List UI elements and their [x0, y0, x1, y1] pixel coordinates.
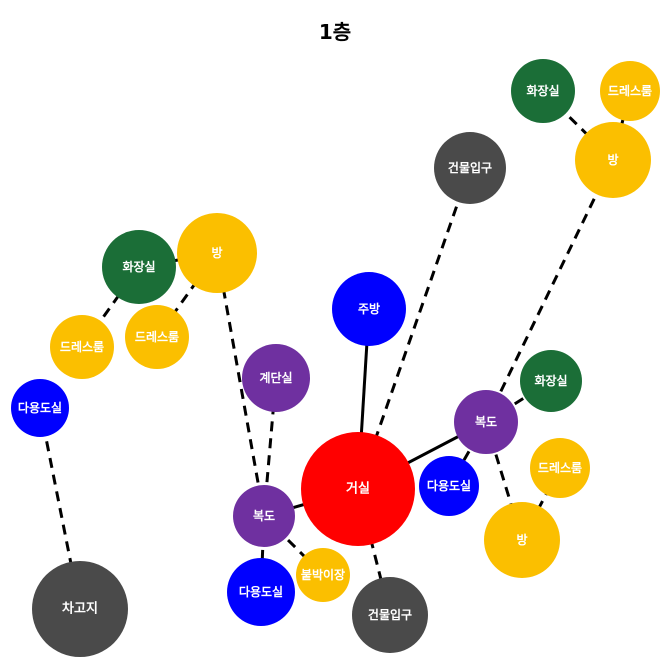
node-circle-closet [296, 548, 350, 602]
node-dress_tr: 드레스룸 [600, 61, 660, 121]
node-room_br: 방 [484, 502, 560, 578]
node-toilet_l: 화장실 [102, 230, 176, 304]
node-garage: 차고지 [32, 561, 128, 657]
node-label-stairs: 계단실 [259, 370, 292, 385]
node-entrance_bottom: 건물입구 [352, 577, 428, 653]
node-label-entrance_bottom: 건물입구 [368, 607, 412, 622]
node-circle-toilet_l [102, 230, 176, 304]
node-util_bottom: 다용도실 [227, 558, 295, 626]
node-label-dress_l1: 드레스룸 [60, 339, 104, 354]
node-label-util_left: 다용도실 [18, 400, 62, 415]
diagram-title: 1층 [318, 20, 352, 44]
node-living: 거실 [301, 432, 415, 546]
node-circle-room_l [177, 213, 257, 293]
node-circle-dress_l2 [125, 305, 189, 369]
node-circle-dress_r [530, 438, 590, 498]
node-label-dress_l2: 드레스룸 [135, 329, 179, 344]
node-label-closet: 붙박이장 [301, 567, 345, 582]
node-circle-dress_l1 [50, 315, 114, 379]
edge-corr_right-util_mid [447, 421, 488, 487]
node-util_left: 다용도실 [11, 379, 69, 437]
node-circle-room_br [484, 502, 560, 578]
node-circle-toilet_r [520, 350, 582, 412]
node-label-kitchen: 주방 [358, 301, 380, 316]
node-circle-corr_right [454, 390, 518, 454]
node-room_l: 방 [177, 213, 257, 293]
node-util_mid: 다용도실 [419, 456, 479, 516]
node-dress_l2: 드레스룸 [125, 305, 189, 369]
node-label-room_l: 방 [211, 245, 222, 260]
node-circle-room_tr [575, 122, 651, 198]
node-toilet_tr: 화장실 [511, 59, 575, 123]
node-dress_l1: 드레스룸 [50, 315, 114, 379]
node-label-living: 거실 [346, 481, 370, 497]
node-circle-entrance_bottom [352, 577, 428, 653]
edge-corr_left-util_bottom [259, 515, 266, 593]
node-label-toilet_l: 화장실 [122, 259, 155, 274]
node-circle-corr_left [233, 485, 295, 547]
node-circle-util_bottom [227, 558, 295, 626]
node-label-garage: 차고지 [62, 601, 98, 617]
edge-corr_right-room_tr [484, 159, 615, 423]
node-label-entrance_top: 건물입구 [448, 160, 492, 175]
node-label-util_mid: 다용도실 [427, 478, 471, 493]
node-corr_left: 복도 [233, 485, 295, 547]
node-label-toilet_tr: 화장실 [526, 83, 559, 98]
node-label-room_tr: 방 [607, 152, 618, 167]
node-dress_r: 드레스룸 [530, 438, 590, 498]
node-label-corr_right: 복도 [475, 415, 497, 429]
node-label-toilet_r: 화장실 [534, 373, 567, 388]
node-label-corr_left: 복도 [253, 509, 275, 523]
node-circle-garage [32, 561, 128, 657]
node-label-room_br: 방 [516, 532, 527, 547]
node-label-util_bottom: 다용도실 [239, 584, 283, 599]
node-circle-util_left [11, 379, 69, 437]
node-circle-toilet_tr [511, 59, 575, 123]
node-circle-kitchen [332, 272, 406, 346]
node-corr_right: 복도 [454, 390, 518, 454]
node-closet: 붙박이장 [296, 548, 350, 602]
node-circle-dress_tr [600, 61, 660, 121]
node-toilet_r: 화장실 [520, 350, 582, 412]
node-label-dress_tr: 드레스룸 [608, 83, 652, 98]
node-circle-entrance_top [434, 132, 506, 204]
node-circle-stairs [242, 344, 310, 412]
node-room_tr: 방 [575, 122, 651, 198]
edge-room_br-dress_r [520, 467, 562, 541]
node-label-dress_r: 드레스룸 [538, 460, 582, 475]
node-stairs: 계단실 [242, 344, 310, 412]
node-circle-living [301, 432, 415, 546]
node-entrance_top: 건물입구 [434, 132, 506, 204]
edge-corr_right-toilet_r [485, 379, 552, 424]
node-kitchen: 주방 [332, 272, 406, 346]
node-circle-util_mid [419, 456, 479, 516]
edge-corr_left-room_l [215, 252, 266, 517]
